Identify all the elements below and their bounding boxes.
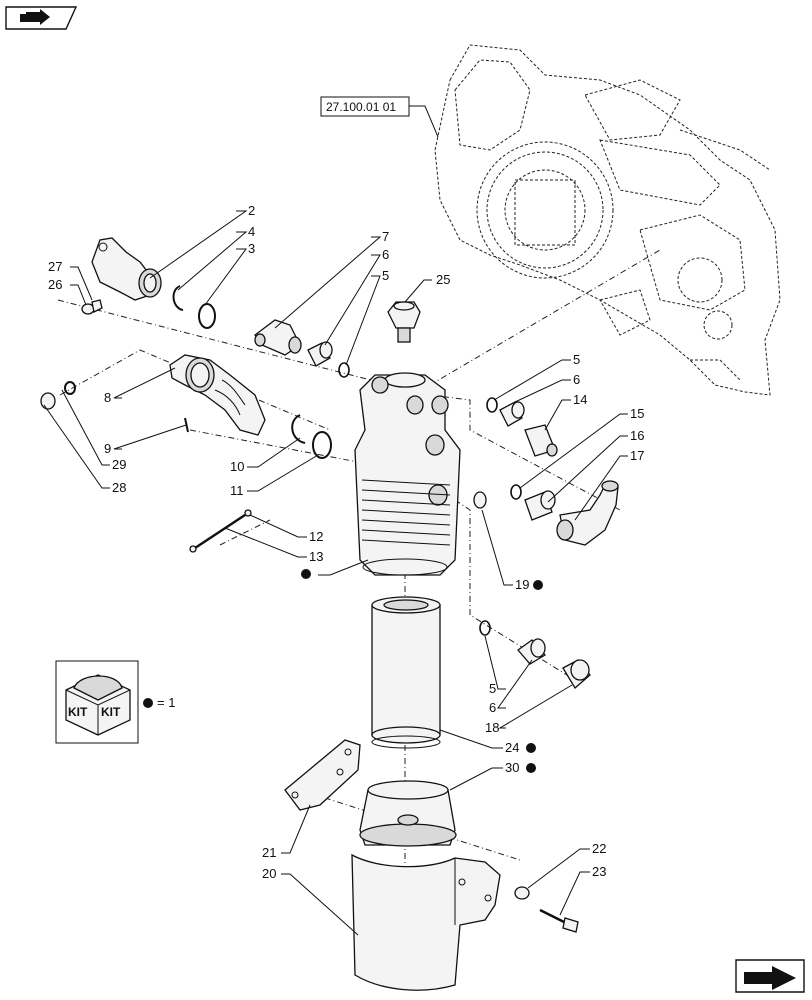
book-arrow-icon[interactable] [5, 6, 78, 30]
part-25-cap [387, 301, 421, 343]
kit-dot-icon [301, 569, 543, 773]
callout-12: 12 [309, 529, 323, 544]
part-2-adapter [91, 237, 162, 301]
part-11-oring [312, 431, 332, 459]
callout-29: 29 [112, 457, 126, 472]
kit-text-left: KIT [68, 705, 88, 719]
part-4-clip [172, 285, 184, 311]
part-14-fitting [524, 424, 558, 457]
part-23-bolt [539, 908, 579, 933]
part-8-elbow [169, 354, 266, 436]
callout-19: 19 [515, 577, 529, 592]
callout-16: 16 [630, 428, 644, 443]
callout-20: 20 [262, 866, 276, 881]
part-6-sleeve-lower [517, 638, 546, 665]
callout-30: 30 [505, 760, 519, 775]
reference-label: 27.100.01 01 [326, 100, 396, 114]
kit-dot-icon [143, 698, 153, 708]
callout-6-right: 6 [573, 372, 580, 387]
part-5-snap-ring-right [486, 397, 498, 413]
next-page-arrow-icon[interactable] [735, 959, 805, 993]
part-18-cap [562, 659, 591, 689]
callout-7: 7 [382, 229, 389, 244]
part-24-filter-element [371, 596, 441, 749]
callout-9: 9 [104, 441, 111, 456]
callout-15: 15 [630, 406, 644, 421]
part-13-bolt [189, 509, 252, 553]
kit-equals-text: = 1 [157, 695, 175, 710]
callout-11: 11 [230, 483, 244, 498]
part-3-oring [198, 303, 216, 329]
callout-18: 18 [485, 720, 499, 735]
callout-10: 10 [230, 459, 244, 474]
callout-6-lower: 6 [489, 700, 496, 715]
kit-legend: KIT KIT = 1 [55, 660, 175, 744]
callout-17: 17 [630, 448, 644, 463]
callout-25: 25 [436, 272, 450, 287]
part-7-fitting [254, 319, 302, 356]
part-20-guard [351, 853, 501, 991]
part-10-clip [291, 414, 306, 444]
assembly-axes [57, 249, 661, 890]
part-5-snap-ring [338, 362, 350, 378]
callout-13: 13 [309, 549, 323, 564]
kit-text-right: KIT [101, 705, 121, 719]
callout-2: 2 [248, 203, 255, 218]
callout-labels: 2 4 3 27 26 7 6 5 25 8 9 29 28 10 11 5 6… [48, 203, 644, 881]
callout-26: 26 [48, 277, 62, 292]
reference-box[interactable]: 27.100.01 01 [320, 96, 439, 138]
callout-14: 14 [573, 392, 587, 407]
callout-22: 22 [592, 841, 606, 856]
callout-3: 3 [248, 241, 255, 256]
callout-23: 23 [592, 864, 606, 879]
part-17-elbow-hose [556, 480, 619, 546]
callout-28: 28 [112, 480, 126, 495]
callout-24: 24 [505, 740, 519, 755]
part-30-bowl [359, 780, 457, 847]
part-21-bracket [284, 739, 361, 811]
part-6-sleeve-right [499, 401, 525, 427]
callout-6: 6 [382, 247, 389, 262]
transmission-housing [434, 44, 781, 396]
part-9-pin [184, 417, 189, 433]
callout-5-right: 5 [573, 352, 580, 367]
callout-27: 27 [48, 259, 62, 274]
part-5-snap-ring-lower [479, 620, 491, 636]
filter-housing [354, 372, 461, 576]
part-6-sleeve [307, 341, 333, 367]
part-28-plug [40, 381, 76, 410]
callout-5-lower: 5 [489, 681, 496, 696]
callout-5: 5 [382, 268, 389, 283]
part-19-washer [473, 491, 487, 509]
part-15-snap-ring [510, 484, 522, 500]
callout-21: 21 [262, 845, 276, 860]
callout-4: 4 [248, 224, 255, 239]
callout-8: 8 [104, 390, 111, 405]
leader-lines [43, 210, 628, 936]
part-22-washer [514, 886, 530, 900]
part-26-bolt [81, 299, 103, 315]
part-16-sleeve [524, 490, 556, 521]
